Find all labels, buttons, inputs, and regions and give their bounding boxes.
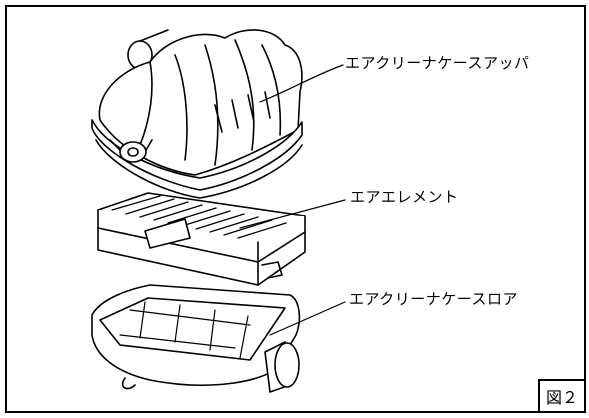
label-upper-case: エアクリーナケースアッパ (345, 54, 530, 72)
lower-case-drawing (91, 261, 301, 393)
figure-number: 図２ (538, 379, 586, 413)
leader-lower (269, 301, 346, 336)
upper-case-drawing (91, 29, 303, 199)
leader-element (239, 199, 346, 229)
element-drawing (97, 192, 306, 286)
figure-number-text: 図２ (545, 388, 578, 407)
leader-upper (259, 64, 344, 103)
label-element: エアエレメント (350, 188, 459, 206)
label-lower-case: エアクリーナケースロア (349, 290, 519, 308)
